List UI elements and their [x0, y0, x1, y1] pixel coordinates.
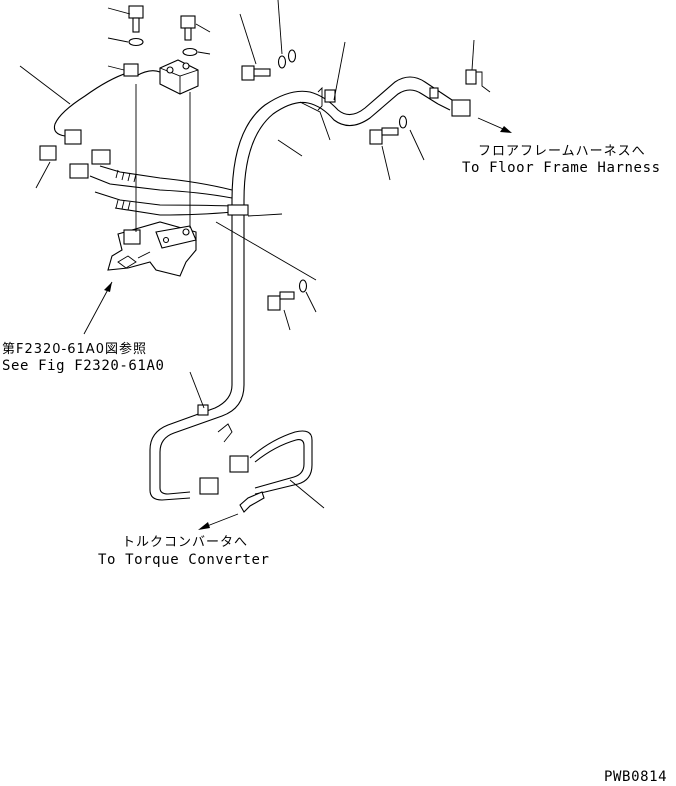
washer-icon [298, 279, 308, 293]
see-fig-label-en: See Fig F2320-61A0 [2, 358, 165, 374]
leader-lines [19, 0, 512, 530]
connectors [39, 99, 471, 513]
connector [39, 145, 57, 161]
see-fig-label-jp: 第F2320-61A0図参照 [2, 341, 147, 357]
washer-icon [128, 37, 144, 47]
bolt-icon [267, 291, 295, 311]
pipe-clamps [197, 69, 491, 443]
torque-converter-label-en: To Torque Converter [98, 552, 270, 568]
drawing-code: PWB0814 [604, 769, 667, 785]
fasteners [128, 5, 408, 311]
bolt-icon [180, 15, 196, 41]
bracket-right-plate [465, 69, 477, 85]
washer-icon [287, 49, 297, 63]
washer-icon [398, 115, 408, 129]
sensor-plug [239, 491, 265, 513]
bracket-lower [217, 423, 233, 443]
mounting-bracket [107, 84, 197, 277]
clamp-center [227, 204, 249, 216]
connector [199, 477, 219, 495]
connector [91, 149, 111, 165]
torque-converter-label-jp: トルクコンバータへ [122, 535, 248, 550]
floor-frame-label-en: To Floor Frame Harness [462, 160, 661, 176]
connector [229, 455, 249, 473]
connector [69, 163, 89, 179]
clip [123, 63, 139, 77]
bolt-icon [369, 127, 399, 145]
connector [64, 129, 82, 145]
washer-icon [277, 55, 287, 69]
clamp-right [429, 87, 439, 99]
connector-floor-frame [451, 99, 471, 117]
floor-frame-label-jp: フロアフレームハーネスへ [478, 144, 646, 159]
clamp-upper [324, 89, 336, 103]
washer-icon [182, 47, 198, 57]
switch-block [123, 59, 199, 95]
bolt-icon [241, 65, 271, 81]
bolt-icon [128, 5, 144, 33]
